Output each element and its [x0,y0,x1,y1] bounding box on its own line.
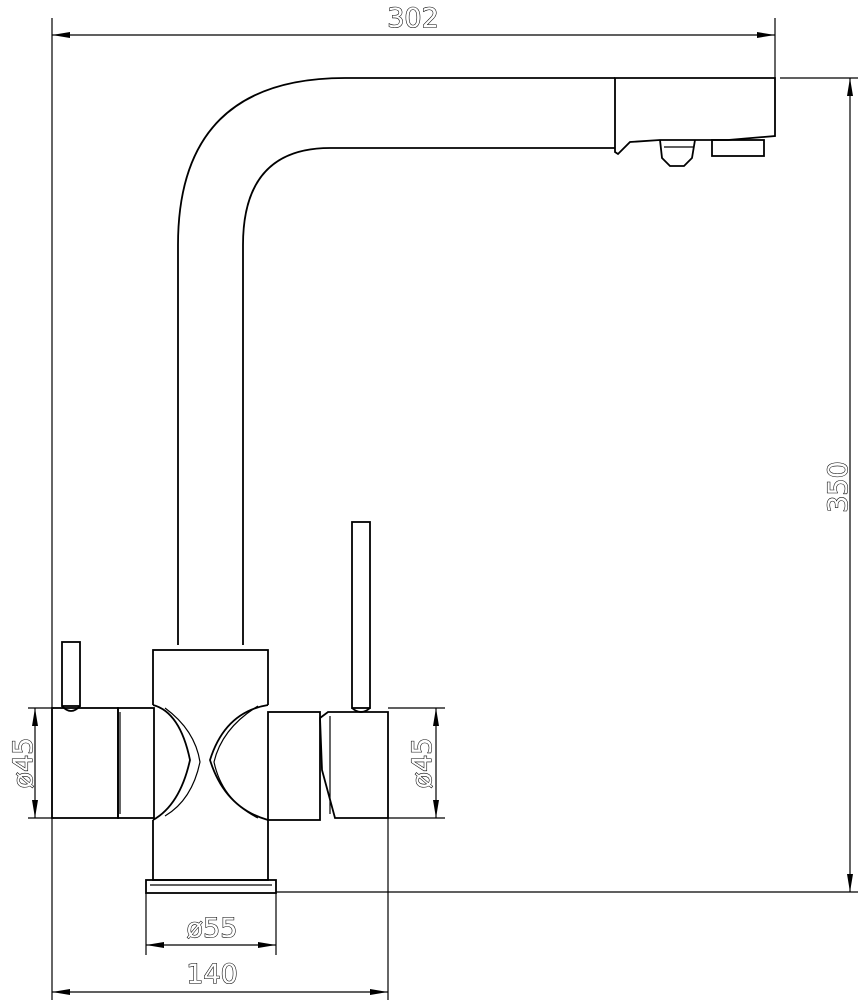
spout-inner-edge [242,147,615,645]
right-handle [267,521,389,821]
spout-head [614,77,776,167]
dimension-label-total-height: 350 [823,461,854,513]
dimension-label-base-width: 140 [186,959,238,990]
spout-outer-edge [177,77,615,645]
dimension-label-total-width: 302 [387,3,439,34]
dimension-total-width: 302 [51,2,776,1000]
dimension-label-left-handle-diameter: ø45 [8,738,39,789]
dimension-total-height: 350 [276,77,858,893]
mixer-body [145,649,277,894]
faucet-outline [51,77,776,894]
dimension-base-diameter: ø55 [145,893,277,955]
dimension-right-handle-diameter: ø45 [388,707,445,819]
left-handle [51,641,155,819]
dimension-left-handle-diameter: ø45 [7,707,54,819]
dimension-base-width: 140 [52,818,389,1000]
dimension-label-right-handle-diameter: ø45 [407,738,438,789]
dimension-label-base-diameter: ø55 [187,913,238,944]
